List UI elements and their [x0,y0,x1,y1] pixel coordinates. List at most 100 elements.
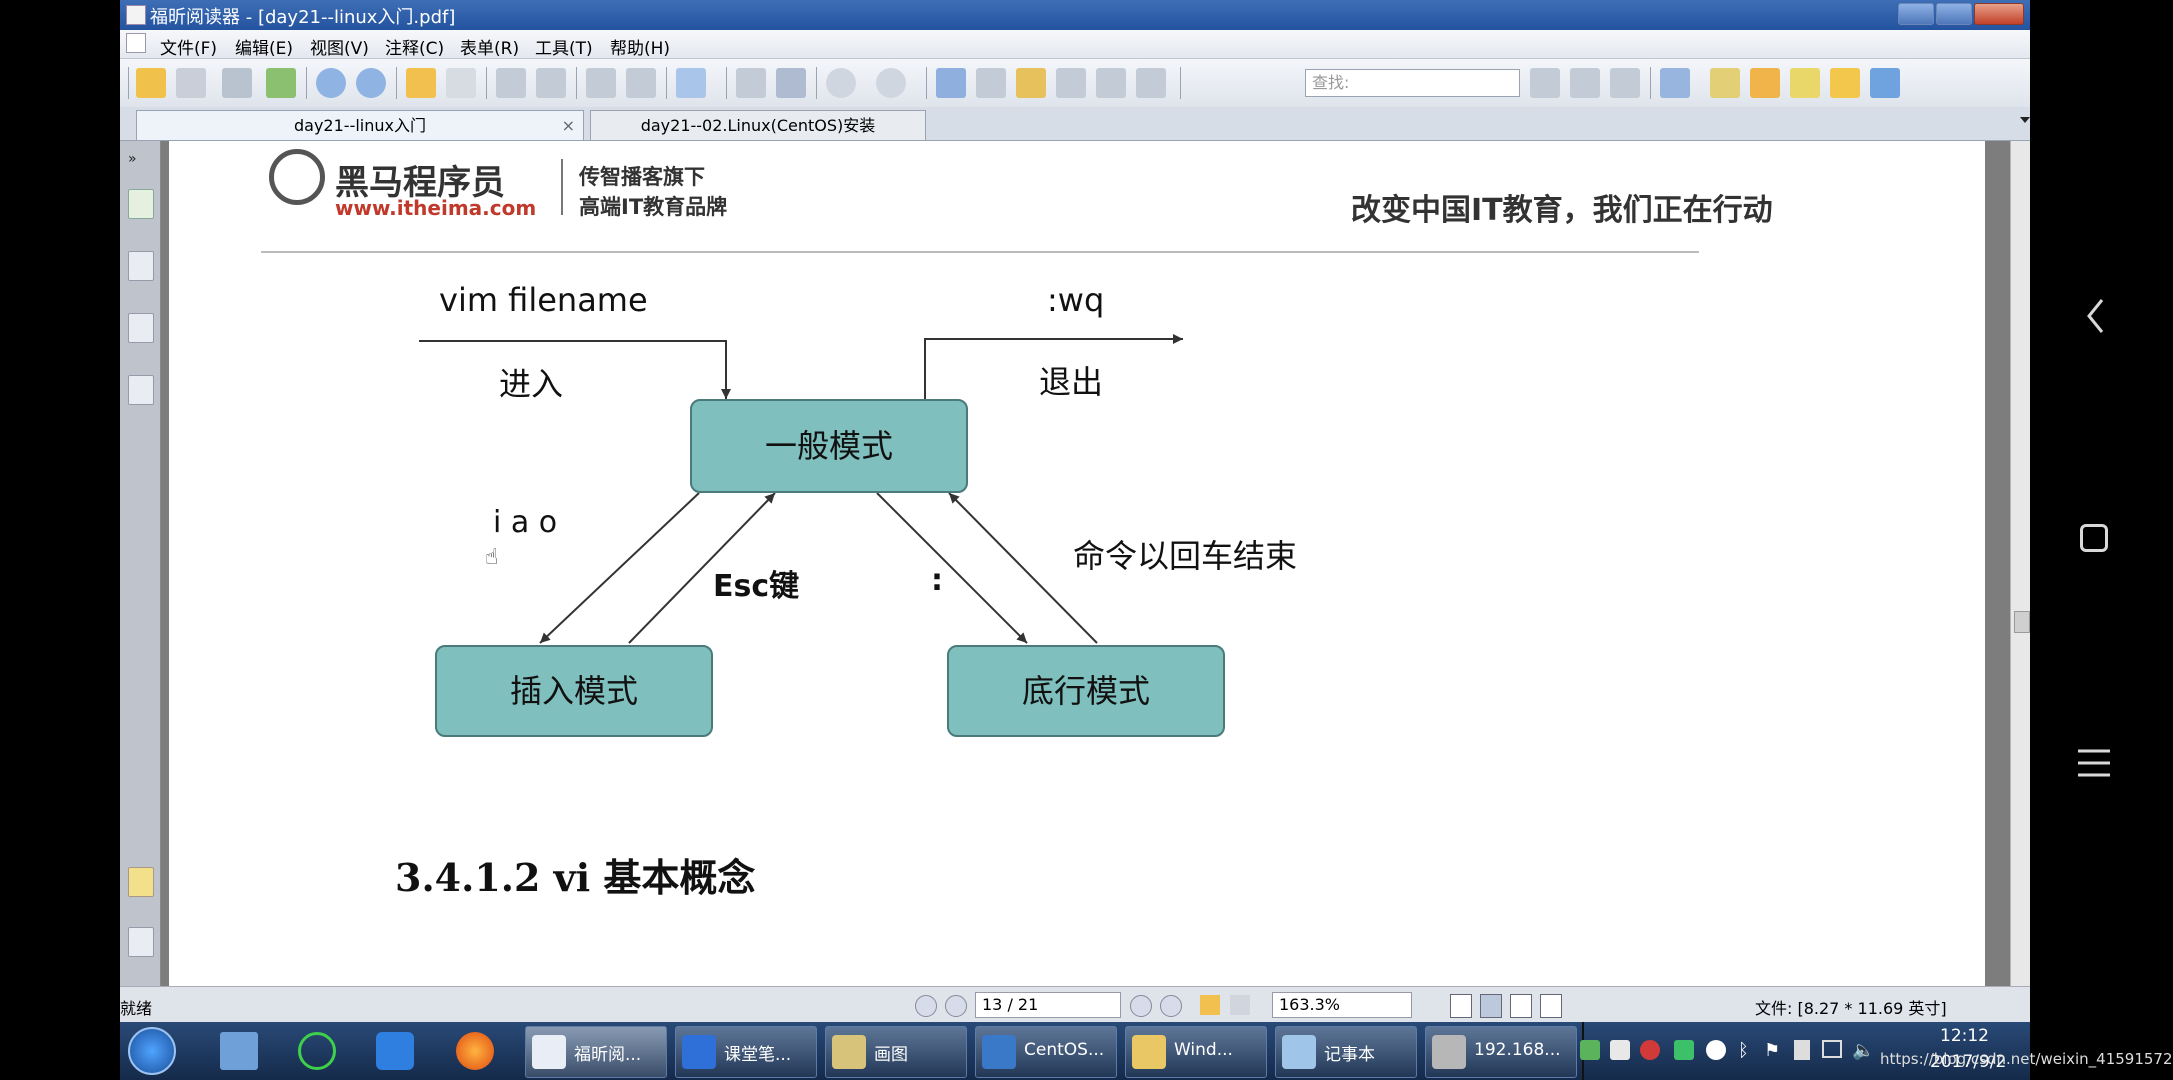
continuous-facing-icon[interactable] [1540,994,1562,1018]
pages-icon[interactable] [128,251,154,281]
zoom-out-icon[interactable] [826,68,856,98]
text-box-icon[interactable] [1790,68,1820,98]
taskbar: 福昕阅... 课堂笔... 画图 CentOS... Wind... 记事本 1… [120,1022,2030,1080]
insert-page-icon[interactable] [536,68,566,98]
vertical-scrollbar[interactable] [2010,141,2031,986]
menu-tools[interactable]: 工具(T) [535,39,593,59]
select-tool-icon[interactable] [1016,68,1046,98]
eraser-icon[interactable] [1710,68,1740,98]
zoom-icon[interactable] [676,68,706,98]
annotations-icon[interactable] [128,313,154,343]
wps-writer-icon [682,1035,716,1069]
save-icon[interactable] [176,68,206,98]
attachments-icon[interactable] [128,927,154,957]
android-nav-bar [2030,0,2160,1080]
facing-icon[interactable] [1510,994,1532,1018]
menu-edit[interactable]: 编辑(E) [235,39,294,59]
volume-icon[interactable]: 🔈 [1852,1040,1875,1061]
firefox-icon[interactable] [456,1032,494,1070]
tray-icon-3[interactable] [1640,1040,1660,1060]
cloud-app-icon[interactable] [376,1032,414,1070]
menu-nav-icon[interactable] [2078,748,2110,778]
print-icon[interactable] [222,68,252,98]
maximize-button[interactable] [1936,3,1972,25]
tray-icon-5[interactable] [1706,1040,1726,1060]
pen-icon[interactable] [1660,68,1690,98]
task-paint[interactable]: 画图 [825,1026,967,1078]
single-page-icon[interactable] [1450,994,1472,1018]
layers-icon[interactable] [128,375,154,405]
fit-width-icon[interactable] [776,68,806,98]
advanced-search-icon[interactable] [1610,68,1640,98]
task-notepad[interactable]: 记事本 [1275,1026,1417,1078]
menu-comment[interactable]: 注释(C) [385,39,445,59]
clock-time[interactable]: 12:12 [1940,1026,1989,1046]
show-desktop-icon[interactable] [220,1032,258,1070]
page-number-field[interactable]: 13 / 21 [975,992,1121,1018]
tray-icon-1[interactable] [1580,1040,1600,1060]
last-page-icon[interactable] [1160,995,1182,1017]
open-icon[interactable] [136,68,166,98]
task-notes[interactable]: 课堂笔... [675,1026,817,1078]
task-centos[interactable]: CentOS... [975,1026,1117,1078]
hand-tool-icon[interactable] [936,68,966,98]
forward-icon[interactable] [446,68,476,98]
menu-file[interactable]: 文件(F) [160,39,218,59]
menu-help[interactable]: 帮助(H) [610,39,671,59]
tab-centos-install[interactable]: day21--02.Linux(CentOS)安装 [590,110,926,140]
flag-icon[interactable]: ⚑ [1764,1040,1781,1061]
recents-nav-icon[interactable] [2080,524,2108,552]
close-tab-icon[interactable]: × [561,116,575,135]
note-icon[interactable] [1830,68,1860,98]
redo-icon[interactable] [626,68,656,98]
select-text-icon[interactable] [976,68,1006,98]
enter-label: 进入 [499,365,564,403]
search-input[interactable]: 查找: [1305,69,1520,97]
tray-icon-2[interactable] [1610,1040,1630,1060]
start-button-icon[interactable] [128,1027,176,1075]
task-windows[interactable]: Wind... [1125,1026,1267,1078]
file-size-label: 文件: [8.27 * 11.69 英寸] [1755,999,1947,1018]
molecule-app-icon[interactable] [298,1032,336,1070]
clock-date[interactable]: 2017/9/2 [1930,1052,2007,1072]
bluetooth-icon[interactable]: ᛒ [1738,1040,1749,1061]
typewriter-icon[interactable] [1096,68,1126,98]
task-foxit[interactable]: 福昕阅... [525,1026,667,1078]
clipboard-icon[interactable] [1794,1040,1810,1060]
comments-icon[interactable] [128,867,154,897]
zoom-field[interactable]: 163.3% [1272,992,1412,1018]
network-icon[interactable] [1822,1040,1842,1058]
undo-icon[interactable] [586,68,616,98]
task-remote[interactable]: 192.168... [1425,1026,1577,1078]
search-prev-icon[interactable] [1530,68,1560,98]
tab-menu-icon[interactable] [2020,117,2030,123]
fit-page-icon[interactable] [736,68,766,98]
tray-icon-4[interactable] [1674,1040,1694,1060]
continuous-icon[interactable] [1480,994,1502,1018]
email-icon[interactable] [266,68,296,98]
highlight-icon[interactable] [1750,68,1780,98]
close-window-button[interactable] [1974,3,2024,25]
minimize-button[interactable] [1898,3,1934,25]
menu-form[interactable]: 表单(R) [460,39,520,59]
arrow-icon[interactable] [1870,68,1900,98]
snapshot-icon[interactable] [1136,68,1166,98]
menu-view[interactable]: 视图(V) [310,39,369,59]
prev-page-icon[interactable] [945,995,967,1017]
first-page-icon[interactable] [915,995,937,1017]
forward-view-icon[interactable] [1230,995,1250,1015]
tab-linux-intro[interactable]: day21--linux入门 × [136,110,584,140]
next-page-icon[interactable] [356,68,386,98]
search-next-icon[interactable] [1570,68,1600,98]
back-view-icon[interactable] [1200,995,1220,1015]
zoom-in-icon[interactable] [876,68,906,98]
expand-panel-icon[interactable]: » [128,151,137,167]
next-page-icon[interactable] [1130,995,1152,1017]
bookmarks-icon[interactable] [128,189,154,219]
previous-page-icon[interactable] [316,68,346,98]
back-nav-icon[interactable] [2086,298,2106,334]
extract-icon[interactable] [496,68,526,98]
back-icon[interactable] [406,68,436,98]
find-icon[interactable] [1056,68,1086,98]
scroll-thumb[interactable] [2014,611,2030,633]
